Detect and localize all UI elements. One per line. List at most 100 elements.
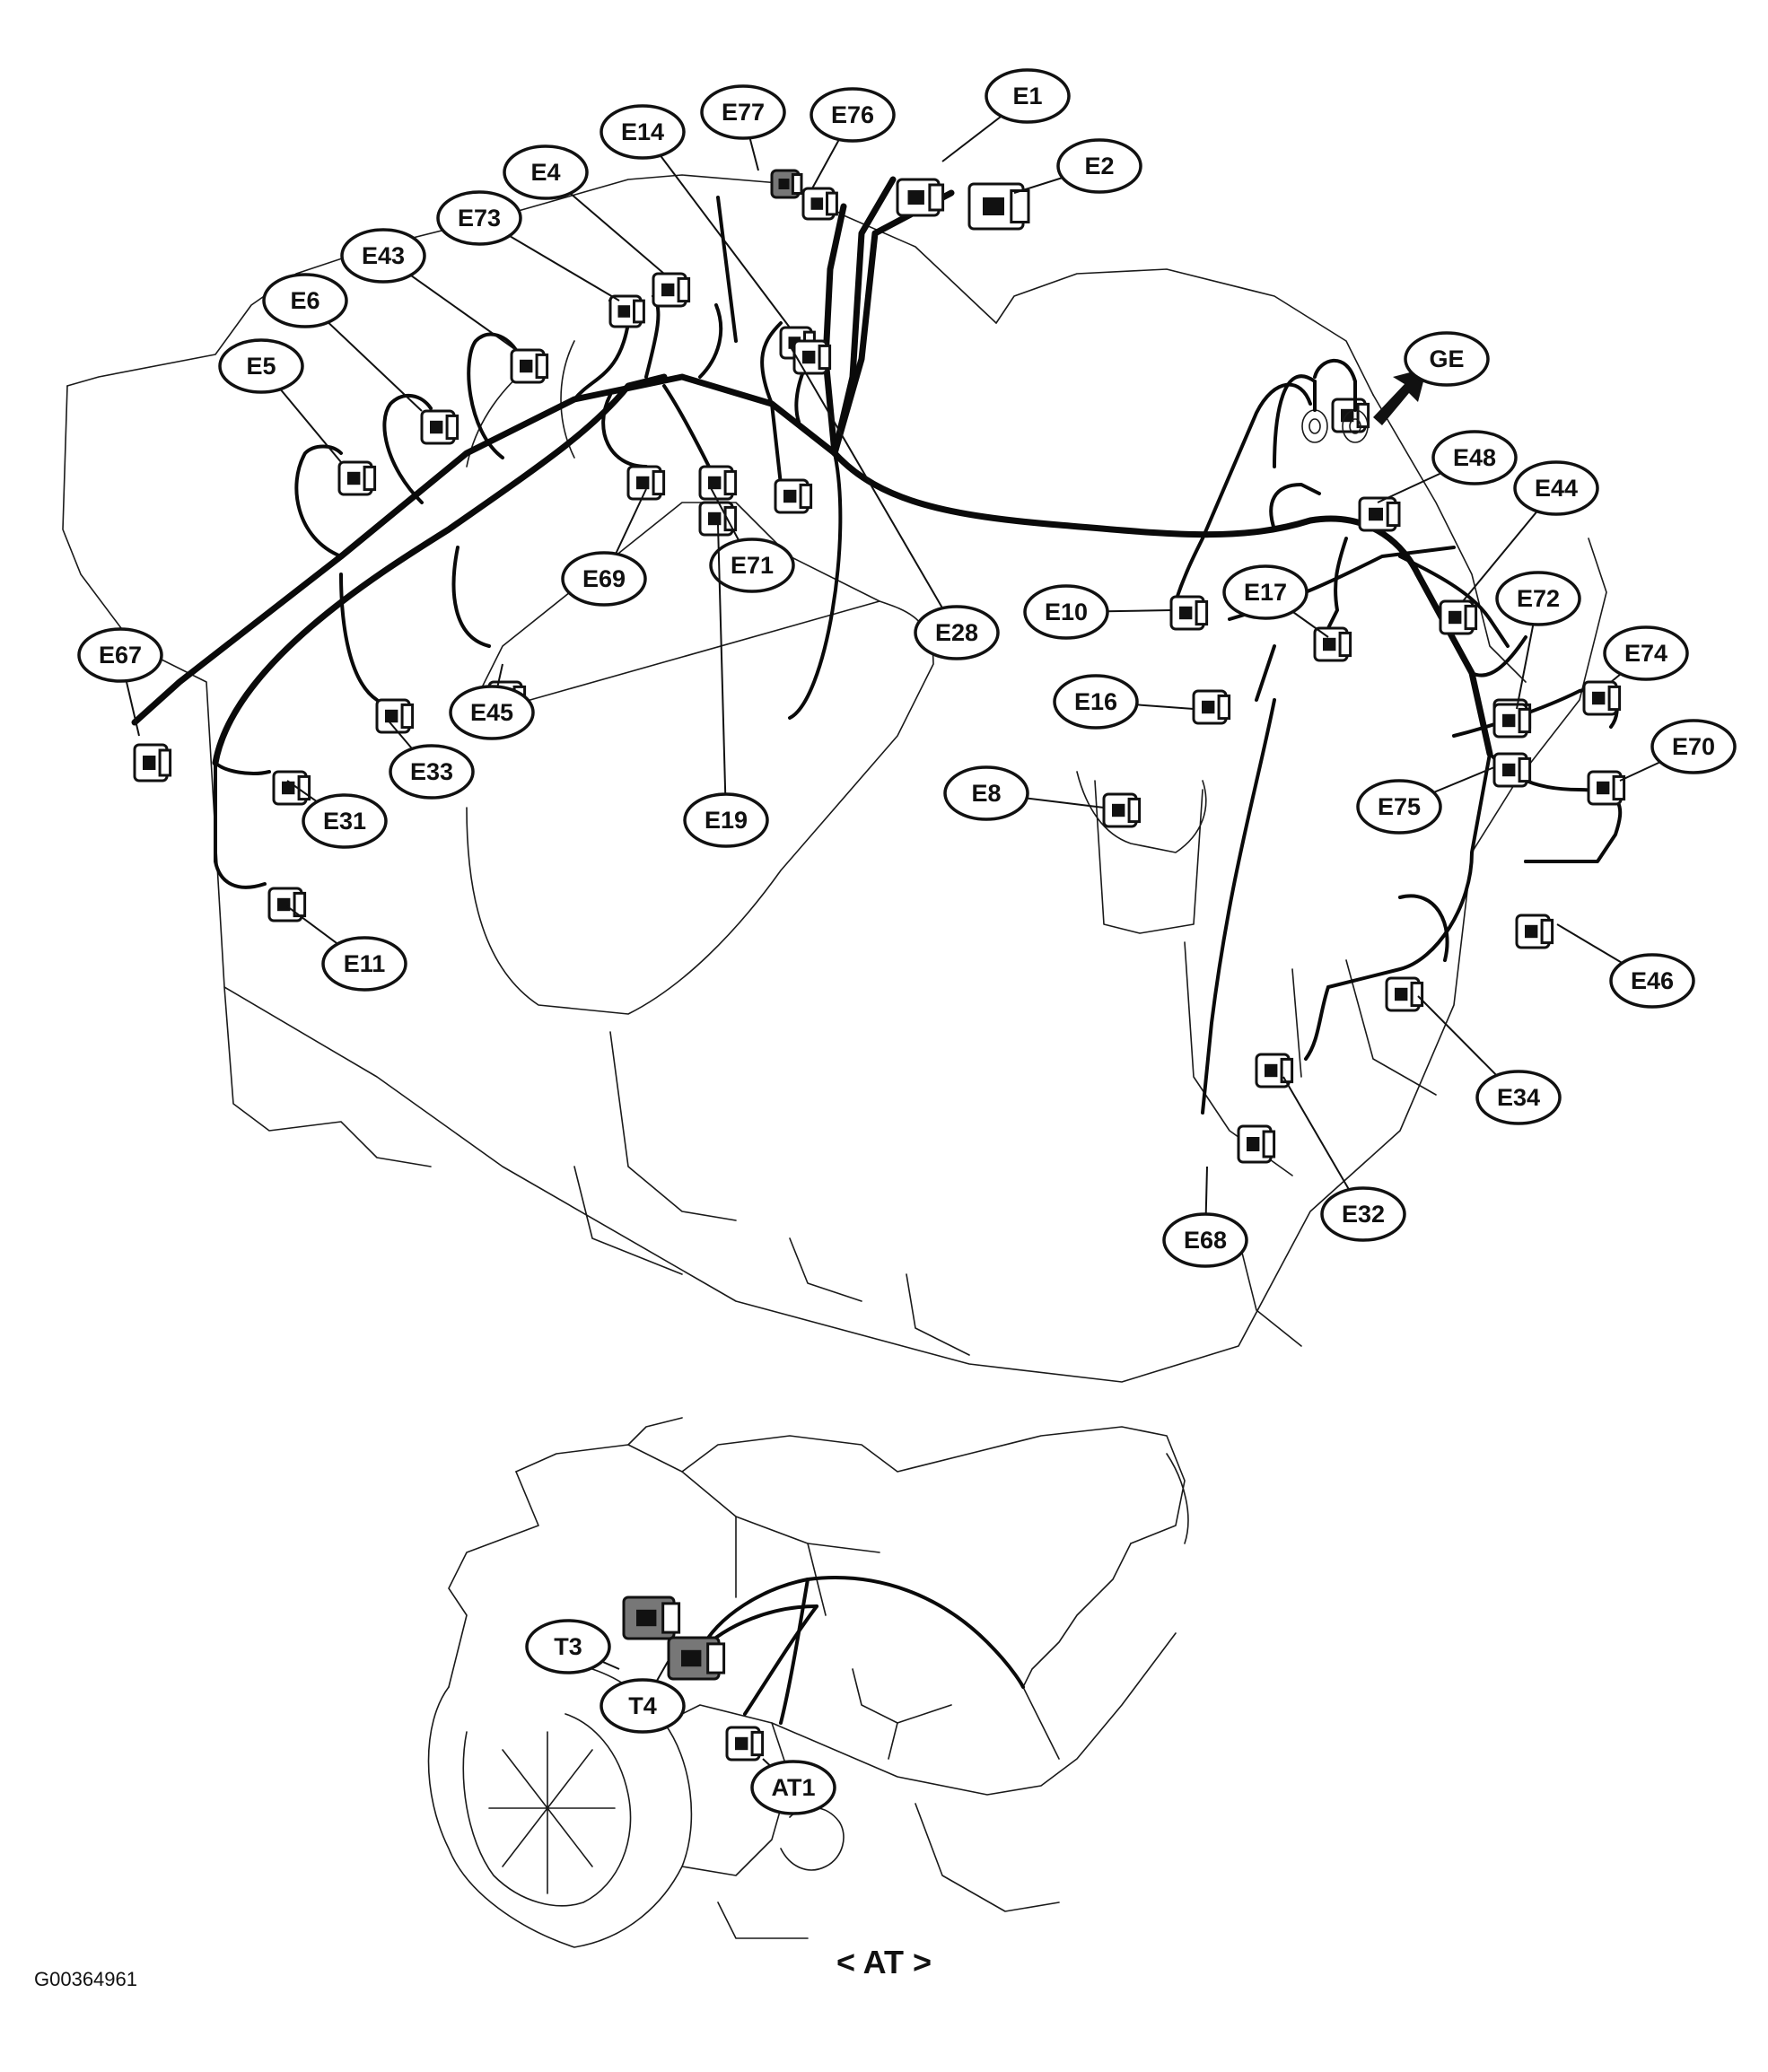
- callout-label: GE: [1429, 345, 1464, 372]
- callout-label: E31: [323, 808, 366, 835]
- callout-e77: E77: [700, 84, 786, 171]
- connector-icon: [337, 460, 377, 496]
- callout-e2: E2: [1013, 138, 1142, 194]
- callout-e72: E72: [1495, 571, 1581, 710]
- callout-label: E70: [1672, 733, 1715, 760]
- callout-at1: AT1: [750, 1758, 836, 1815]
- callout-e70: E70: [1619, 719, 1737, 782]
- callout-label: E16: [1074, 688, 1117, 715]
- callout-label: E4: [530, 159, 560, 186]
- callout-e75: E75: [1356, 766, 1495, 835]
- figure-id: G00364961: [34, 1968, 137, 1990]
- callout-e28: E28: [789, 345, 1000, 660]
- callout-label: E2: [1084, 153, 1114, 179]
- connector-icon: [1102, 792, 1142, 828]
- callout-label: E48: [1453, 444, 1496, 471]
- connector-icon: [896, 178, 945, 217]
- callout-e8: E8: [943, 765, 1105, 821]
- connector-icon: [1515, 914, 1554, 949]
- connector-icon: [272, 770, 311, 806]
- callout-label: E44: [1535, 475, 1578, 502]
- ground-terminal: [1301, 380, 1328, 443]
- connector-icon: [1192, 689, 1231, 725]
- callout-label: E33: [410, 758, 453, 785]
- callout-ge: GE: [1404, 331, 1490, 387]
- connector-icon: [1237, 1124, 1276, 1164]
- callout-e46: E46: [1556, 923, 1695, 1009]
- transmission-caption: < AT >: [836, 1944, 932, 1980]
- connector-icon: [770, 169, 803, 199]
- callout-e73: E73: [436, 190, 620, 302]
- ground-terminals: [1273, 358, 1427, 468]
- connector-icon: [1169, 595, 1209, 631]
- callout-e19: E19: [683, 524, 769, 848]
- callout-label: E11: [344, 950, 386, 977]
- connector-icon: [375, 698, 415, 734]
- callout-t4: T4: [600, 1659, 686, 1734]
- connector-icon: [1385, 976, 1424, 1012]
- connector-icon: [667, 1636, 726, 1681]
- callout-label: E1: [1012, 83, 1042, 109]
- callout-label: AT1: [771, 1774, 815, 1801]
- connector-icon: [774, 478, 813, 514]
- connector-icon: [698, 501, 738, 537]
- callout-label: E45: [470, 699, 513, 726]
- connector-icon: [1582, 680, 1622, 716]
- callout-e34: E34: [1417, 995, 1562, 1125]
- connector-icon: [1492, 752, 1532, 788]
- connector-icon: [510, 348, 549, 384]
- connector-icon: [801, 187, 838, 221]
- callout-e5: E5: [218, 338, 342, 463]
- callout-label: E10: [1045, 599, 1088, 625]
- connector-icon: [1439, 599, 1478, 635]
- connector-icon: [652, 272, 691, 308]
- connector-icon: [1358, 496, 1401, 532]
- callout-label: E74: [1624, 640, 1667, 667]
- connector-icon: [967, 182, 1030, 231]
- ground-terminal: [1342, 380, 1369, 443]
- callout-label: E5: [246, 353, 276, 380]
- callout-label: E28: [935, 619, 978, 646]
- callout-label: E73: [458, 205, 501, 232]
- connector-icon: [698, 465, 738, 501]
- callout-label: E19: [705, 807, 748, 834]
- callout-e74: E74: [1603, 625, 1689, 683]
- callout-label: E69: [582, 565, 626, 592]
- callout-e4: E4: [503, 144, 665, 275]
- callout-e17: E17: [1222, 564, 1329, 638]
- connector-icon: [725, 1726, 765, 1762]
- callout-label: E46: [1631, 967, 1674, 994]
- callout-e1: E1: [941, 68, 1071, 162]
- callout-e45: E45: [449, 663, 535, 740]
- callout-label: E14: [621, 118, 664, 145]
- callout-label: E8: [971, 780, 1001, 807]
- callout-t3: T3: [525, 1619, 620, 1674]
- callout-e68: E68: [1162, 1166, 1248, 1268]
- callout-label: E77: [722, 99, 765, 126]
- callout-label: E71: [731, 552, 774, 579]
- connector-icon: [608, 294, 645, 328]
- callout-label: E67: [99, 642, 142, 669]
- callout-label: E43: [362, 242, 405, 269]
- connector-icon: [622, 1596, 681, 1640]
- callout-e14: E14: [600, 104, 791, 328]
- callout-label: T3: [554, 1633, 582, 1660]
- ground-arrow-icon: [1373, 368, 1427, 425]
- callout-label: E6: [290, 287, 319, 314]
- callout-e33: E33: [385, 717, 475, 800]
- callout-e69: E69: [561, 488, 647, 607]
- callout-e67: E67: [77, 627, 163, 737]
- connector-icon: [1255, 1053, 1294, 1088]
- connector-icon: [420, 409, 460, 445]
- connector-icon: [1587, 770, 1626, 806]
- callout-e6: E6: [262, 273, 423, 412]
- connector-icon: [1313, 626, 1352, 662]
- callout-label: E76: [831, 101, 874, 128]
- callout-e16: E16: [1053, 674, 1195, 730]
- callout-e31: E31: [286, 780, 388, 849]
- callout-e32: E32: [1282, 1076, 1406, 1242]
- callout-label: E17: [1244, 579, 1287, 606]
